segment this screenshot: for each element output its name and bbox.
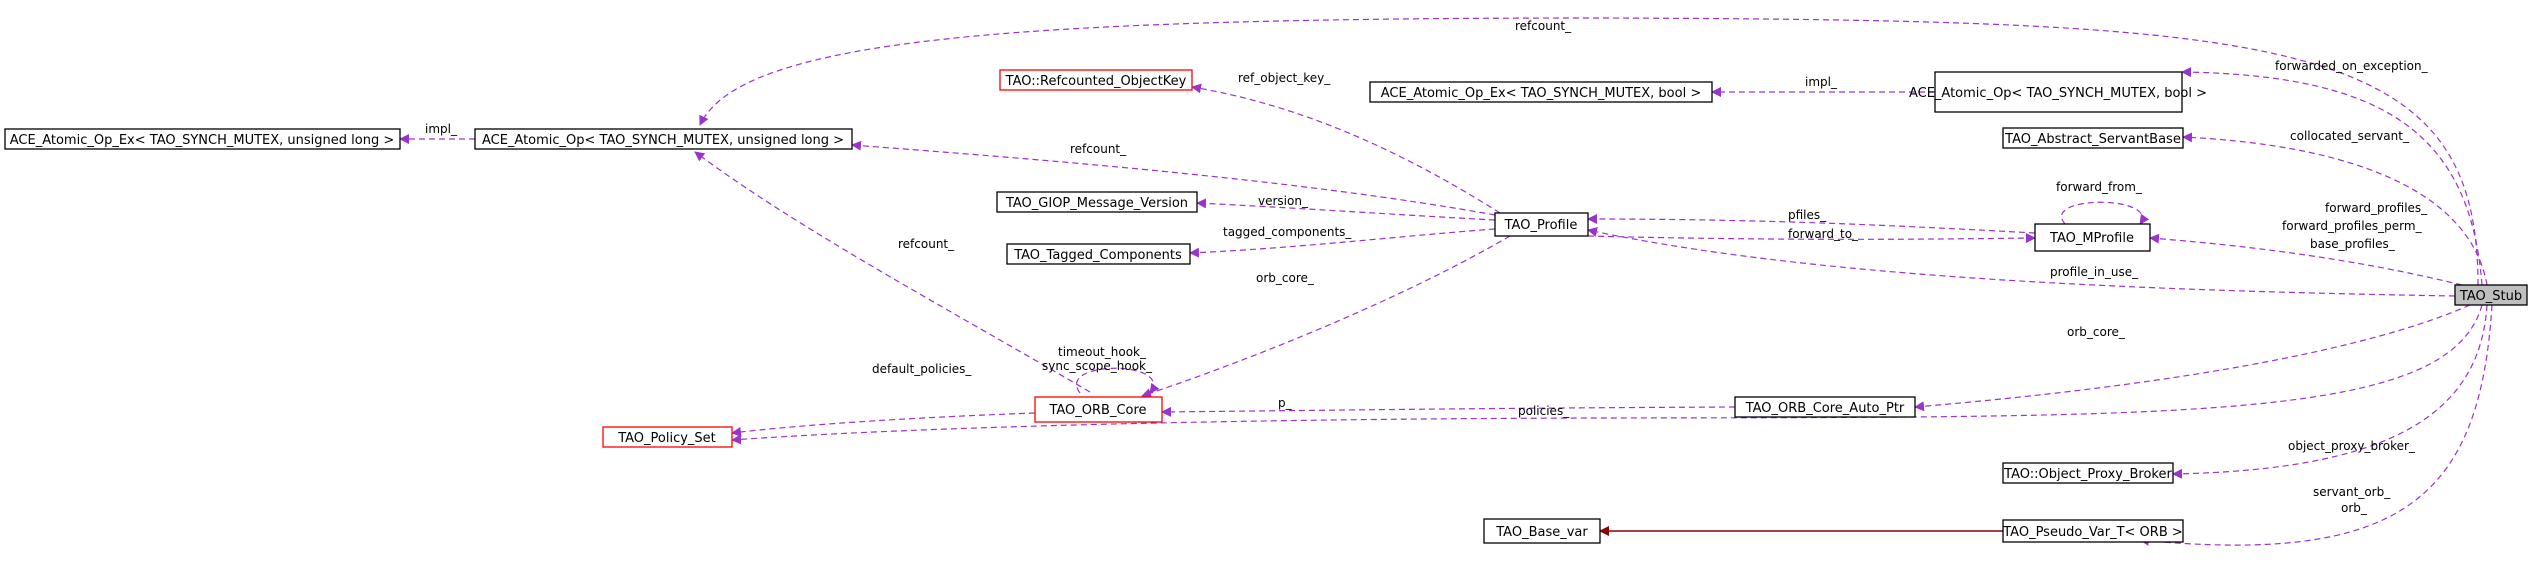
edge-label-orb: orb_	[2341, 501, 2368, 515]
svg-text:TAO_MProfile: TAO_MProfile	[2049, 231, 2134, 246]
node-giop-message-version[interactable]: TAO_GIOP_Message_Version	[996, 191, 1198, 213]
svg-text:TAO_Policy_Set: TAO_Policy_Set	[617, 431, 716, 446]
svg-text:TAO_GIOP_Message_Version: TAO_GIOP_Message_Version	[1005, 196, 1188, 211]
node-refcounted-objectkey[interactable]: TAO::Refcounted_ObjectKey	[999, 69, 1193, 91]
svg-text:ACE_Atomic_Op_Ex< TAO_SYNCH_MU: ACE_Atomic_Op_Ex< TAO_SYNCH_MUTEX, bool …	[1381, 86, 1701, 101]
edge-label-profile-in-use: profile_in_use_	[2050, 265, 2139, 279]
edge-label-impl-right: impl_	[1805, 75, 1838, 89]
edge-label-forward-profiles: forward_profiles_	[2325, 201, 2428, 215]
edge-label-default-policies: default_policies_	[872, 362, 972, 376]
edge-label-forward-profiles-perm: forward_profiles_perm_	[2282, 219, 2423, 233]
edge-label-refcount-top: refcount_	[1515, 19, 1572, 33]
node-ace-atomic-op-ex-ulong[interactable]: ACE_Atomic_Op_Ex< TAO_SYNCH_MUTEX, unsig…	[4, 128, 401, 150]
edge-default-policies	[731, 412, 1036, 437]
edge-servant-orb	[2139, 304, 2493, 546]
edge-label-tagged-components: tagged_components_	[1223, 225, 1352, 239]
node-abstract-servantbase[interactable]: TAO_Abstract_ServantBase	[2002, 127, 2184, 149]
node-tao-profile[interactable]: TAO_Profile	[1494, 212, 1589, 237]
edge-orb-core-stub	[1914, 304, 2471, 412]
edge-orb-core-profile	[1141, 235, 1511, 398]
edge-label-pfiles: pfiles_	[1788, 208, 1827, 222]
edge-pfiles	[1587, 214, 2036, 234]
node-object-proxy-broker[interactable]: TAO::Object_Proxy_Broker	[2002, 462, 2174, 484]
node-policy-set[interactable]: TAO_Policy_Set	[602, 426, 733, 448]
edge-version	[1196, 198, 1496, 221]
edge-forwarded-on-exception	[2181, 67, 2483, 286]
edge-object-proxy-broker	[2172, 304, 2488, 479]
svg-text:TAO_Profile: TAO_Profile	[1504, 218, 1578, 233]
edge-forward-from	[2061, 201, 2150, 225]
edge-orbcore-hooks	[1076, 367, 1160, 394]
edge-label-forward-to: forward_to_	[1788, 227, 1859, 241]
edge-stub-refcount	[699, 17, 2479, 286]
edge-label-sync-scope-hook: sync_scope_hook_	[1042, 359, 1153, 373]
node-tagged-components[interactable]: TAO_Tagged_Components	[1006, 243, 1191, 265]
node-orb-core[interactable]: TAO_ORB_Core	[1034, 396, 1163, 423]
edge-label-version: version_	[1258, 194, 1309, 208]
svg-text:TAO_ORB_Core_Auto_Ptr: TAO_ORB_Core_Auto_Ptr	[1745, 401, 1905, 416]
edge-label-timeout-hook: timeout_hook_	[1058, 345, 1147, 359]
node-pseudo-var-orb[interactable]: TAO_Pseudo_Var_T< ORB >	[2002, 519, 2184, 543]
edge-label-ref-object-key: ref_object_key_	[1238, 71, 1331, 85]
node-orb-core-auto-ptr[interactable]: TAO_ORB_Core_Auto_Ptr	[1734, 396, 1916, 418]
edge-forward-profiles	[2149, 233, 2463, 286]
edge-label-orb-core-stub: orb_core_	[2067, 325, 2126, 339]
edge-label-refcount-mid: refcount_	[1070, 142, 1127, 156]
node-ace-atomic-op-ulong[interactable]: ACE_Atomic_Op< TAO_SYNCH_MUTEX, unsigned…	[474, 128, 853, 150]
edge-label-base-profiles: base_profiles_	[2310, 237, 2396, 251]
svg-text:TAO_ORB_Core: TAO_ORB_Core	[1048, 403, 1146, 418]
svg-text:TAO::Refcounted_ObjectKey: TAO::Refcounted_ObjectKey	[1005, 74, 1187, 89]
edge-label-servant-orb: servant_orb_	[2313, 485, 2391, 499]
edge-label-p: p_	[1278, 396, 1293, 410]
edges: refcount_ impl_ refcount_ refcount_ ref_…	[399, 17, 2493, 546]
svg-text:ACE_Atomic_Op< TAO_SYNCH_MUTEX: ACE_Atomic_Op< TAO_SYNCH_MUTEX, unsigned…	[482, 133, 844, 148]
node-ace-atomic-op-ex-bool[interactable]: ACE_Atomic_Op_Ex< TAO_SYNCH_MUTEX, bool …	[1369, 81, 1713, 103]
edge-label-impl-left: impl_	[425, 122, 458, 136]
node-ace-atomic-op-bool[interactable]: ACE_Atomic_Op< TAO_SYNCH_MUTEX, bool >	[1909, 71, 2207, 113]
edge-label-object-proxy-broker: object_proxy_broker_	[2288, 439, 2416, 453]
svg-text:ACE_Atomic_Op_Ex< TAO_SYNCH_MU: ACE_Atomic_Op_Ex< TAO_SYNCH_MUTEX, unsig…	[10, 133, 394, 148]
svg-text:TAO_Pseudo_Var_T< ORB >: TAO_Pseudo_Var_T< ORB >	[2002, 525, 2183, 540]
edge-profile-refcount	[851, 140, 1496, 216]
node-base-var[interactable]: TAO_Base_var	[1483, 518, 1601, 544]
svg-text:TAO::Object_Proxy_Broker: TAO::Object_Proxy_Broker	[2003, 467, 2172, 482]
edge-label-orb-core-profile: orb_core_	[1256, 271, 1315, 285]
nodes: TAO_Stub ACE_Atomic_Op_Ex< TAO_SYNCH_MUT…	[4, 69, 2528, 544]
node-tao-stub[interactable]: TAO_Stub	[2454, 284, 2528, 306]
edge-ref-object-key	[1191, 83, 1501, 214]
edge-label-refcount-orb: refcount_	[898, 237, 955, 251]
edge-tagged-components	[1189, 228, 1496, 258]
edge-p	[1161, 406, 1736, 417]
svg-text:ACE_Atomic_Op< TAO_SYNCH_MUTEX: ACE_Atomic_Op< TAO_SYNCH_MUTEX, bool >	[1909, 86, 2207, 101]
edge-label-forward-from: forward_from_	[2056, 180, 2143, 194]
svg-text:TAO_Base_var: TAO_Base_var	[1495, 525, 1588, 540]
edge-label-collocated-servant: collocated_servant_	[2290, 129, 2410, 143]
edge-policies	[731, 304, 2483, 445]
svg-text:TAO_Tagged_Components: TAO_Tagged_Components	[1013, 248, 1182, 263]
edge-label-policies: policies_	[1518, 404, 1570, 418]
node-tao-mprofile[interactable]: TAO_MProfile	[2034, 223, 2151, 252]
edge-profile-in-use	[1587, 226, 2456, 297]
edge-label-forwarded-on-exception: forwarded_on_exception_	[2275, 59, 2429, 73]
svg-text:TAO_Abstract_ServantBase: TAO_Abstract_ServantBase	[2004, 132, 2181, 147]
svg-text:TAO_Stub: TAO_Stub	[2459, 289, 2522, 304]
edge-forward-to	[1587, 233, 2036, 244]
edge-orbcore-refcount	[694, 151, 1091, 393]
